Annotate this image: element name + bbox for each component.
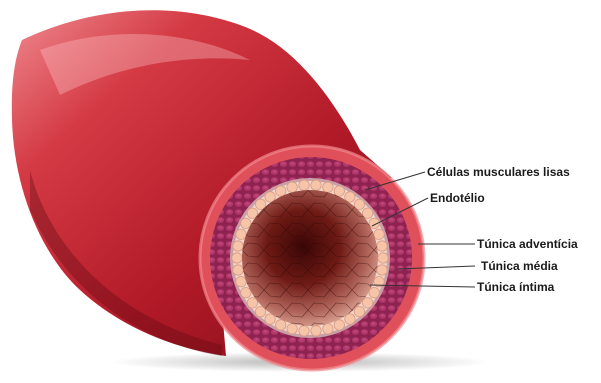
label-adventitia: Túnica adventícia (477, 237, 578, 251)
endothelial-cell (241, 218, 251, 228)
endothelial-cell (287, 182, 297, 192)
endothelial-cell (236, 277, 246, 287)
endothelial-cell (323, 324, 333, 334)
endothelial-cell (299, 180, 309, 190)
endothelial-cell (276, 320, 286, 330)
label-intima: Túnica íntima (477, 280, 555, 294)
endothelial-cell (236, 229, 246, 239)
endothelial-cell (276, 186, 286, 196)
endothelial-cell (334, 320, 344, 330)
endothelial-cell (241, 288, 251, 298)
endothelial-cell (299, 326, 309, 336)
label-media: Túnica média (481, 259, 558, 273)
endothelial-cell (334, 186, 344, 196)
label-smooth-muscle: Células musculares lisas (427, 165, 570, 179)
endothelial-cell (232, 253, 242, 263)
endothelial-cell (287, 324, 297, 334)
endothelial-cell (378, 253, 388, 263)
endothelial-cell (369, 288, 379, 298)
endothelial-cell (311, 326, 321, 336)
endothelial-cell (377, 265, 387, 275)
endothelial-cell (233, 241, 243, 251)
endothelial-cell (233, 265, 243, 275)
label-endothelium: Endotélio (430, 191, 485, 205)
endothelial-cell (374, 229, 384, 239)
endothelial-cell (377, 241, 387, 251)
endothelial-cell (311, 180, 321, 190)
endothelial-cell (323, 182, 333, 192)
